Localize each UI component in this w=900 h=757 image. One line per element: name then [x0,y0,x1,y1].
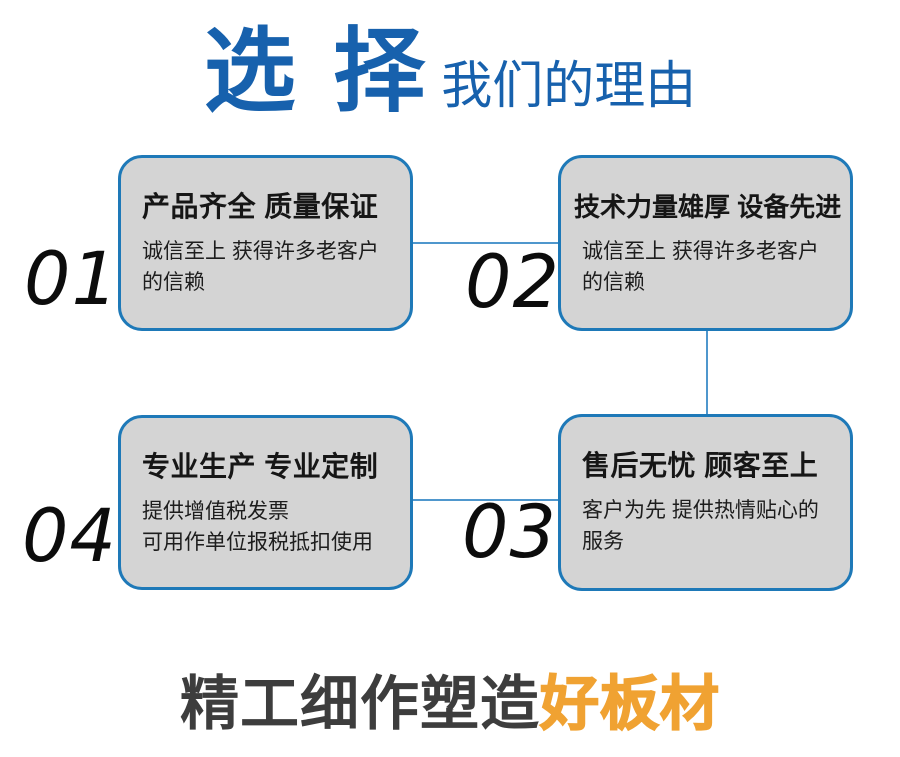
tagline-text: 精工细作塑造 [179,671,540,737]
card-description: 诚信至上 获得许多老客户 的信赖 [582,240,819,294]
benefit-card-02: 技术力量雄厚 设备先进 诚信至上 获得许多老客户 的信赖 [558,155,853,331]
benefit-card-01: 产品齐全 质量保证 诚信至上 获得许多老客户 的信赖 [118,155,413,331]
card-title: 技术力量雄厚 设备先进 [574,192,842,222]
card-number-02: 02 [465,240,560,325]
card-title: 售后无忧 顾客至上 [582,450,819,481]
card-description: 客户为先 提供热情贴心的 服务 [582,499,819,553]
card-number-01: 01 [24,237,119,322]
tagline-accent: 好板材 [539,670,721,738]
card-description: 提供增值税发票 可用作单位报税抵扣使用 [142,500,373,554]
card-number-03: 03 [462,490,557,575]
card-number-04: 04 [22,494,117,579]
connector-line-card2-card3 [706,331,708,416]
benefit-card-03: 售后无忧 顾客至上 客户为先 提供热情贴心的 服务 [558,414,853,591]
card-title: 产品齐全 质量保证 [142,191,379,222]
card-title: 专业生产 专业定制 [142,451,379,482]
connector-line-card1-card2 [413,242,560,244]
page-title: 选 择我们的理由 [0,22,900,136]
tagline: 精工细作塑造好板材 [0,668,900,740]
benefit-card-04: 专业生产 专业定制 提供增值税发票 可用作单位报税抵扣使用 [118,415,413,590]
page-title-emphasis: 选 择 [203,21,432,123]
page-title-rest: 我们的理由 [441,57,697,114]
connector-line-card4-card3 [413,499,560,501]
card-description: 诚信至上 获得许多老客户 的信赖 [142,240,379,294]
